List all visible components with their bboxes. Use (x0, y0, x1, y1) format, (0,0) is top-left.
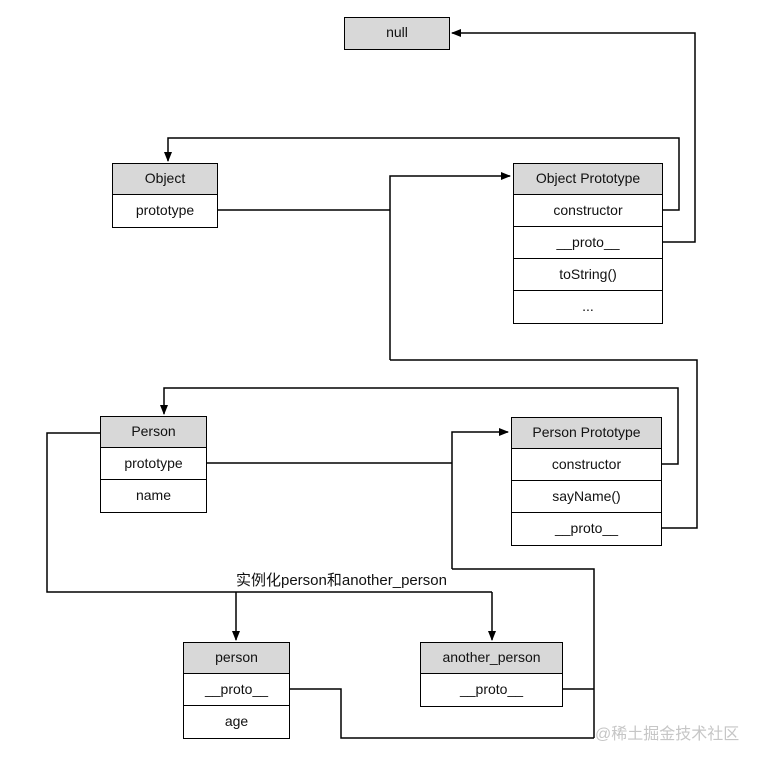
node-object-prototype-title: Object Prototype (514, 164, 662, 195)
node-object-prototype-row-proto: __proto__ (514, 227, 662, 259)
connector-junction-to-object-prototype (389, 172, 511, 360)
node-object-prototype-row-constructor: constructor (514, 195, 662, 227)
node-person-prototype: Person Prototype constructor sayName() _… (511, 417, 662, 546)
node-another-person-title: another_person (421, 643, 562, 674)
node-object-prototype-row-tostring: toString() (514, 259, 662, 291)
connector-objectproto-proto-to-null (451, 29, 696, 243)
node-person-row-prototype: prototype (101, 448, 206, 480)
watermark-text: @稀土掘金技术社区 (595, 726, 740, 743)
node-person-prototype-title: Person Prototype (512, 418, 661, 449)
node-person-instance-row-proto: __proto__ (184, 674, 289, 706)
node-person-constructor: Person prototype name (100, 416, 207, 513)
node-person-prototype-row-constructor: constructor (512, 449, 661, 481)
connector-personproto-proto-join (390, 359, 698, 529)
node-object-prototype-row-ellipsis: ... (514, 291, 662, 323)
node-person-constructor-title: Person (101, 417, 206, 448)
node-person-instance-title: person (184, 643, 289, 674)
node-person-row-name: name (101, 480, 206, 512)
node-person-prototype-row-sayname: sayName() (512, 481, 661, 513)
node-person-instance: person __proto__ age (183, 642, 290, 739)
instantiation-label: 实例化person和another_person (236, 572, 447, 589)
node-null: null (344, 17, 450, 50)
connector-person-instance-proto-join (290, 688, 594, 739)
node-object-prototype: Object Prototype constructor __proto__ t… (513, 163, 663, 324)
node-person-instance-row-age: age (184, 706, 289, 738)
connector-junction-to-person-prototype (451, 428, 509, 569)
connector-another-person-proto-join (452, 568, 595, 738)
node-person-prototype-row-proto: __proto__ (512, 513, 661, 545)
node-object-row-prototype: prototype (113, 195, 217, 227)
connector-objectproto-constructor-to-object (164, 137, 680, 211)
connector-personproto-constructor-to-person (160, 387, 679, 465)
node-object: Object prototype (112, 163, 218, 228)
connector-instantiation-main (46, 432, 492, 593)
node-null-title: null (345, 18, 449, 49)
node-object-title: Object (113, 164, 217, 195)
node-another-person: another_person __proto__ (420, 642, 563, 707)
node-another-person-row-proto: __proto__ (421, 674, 562, 706)
